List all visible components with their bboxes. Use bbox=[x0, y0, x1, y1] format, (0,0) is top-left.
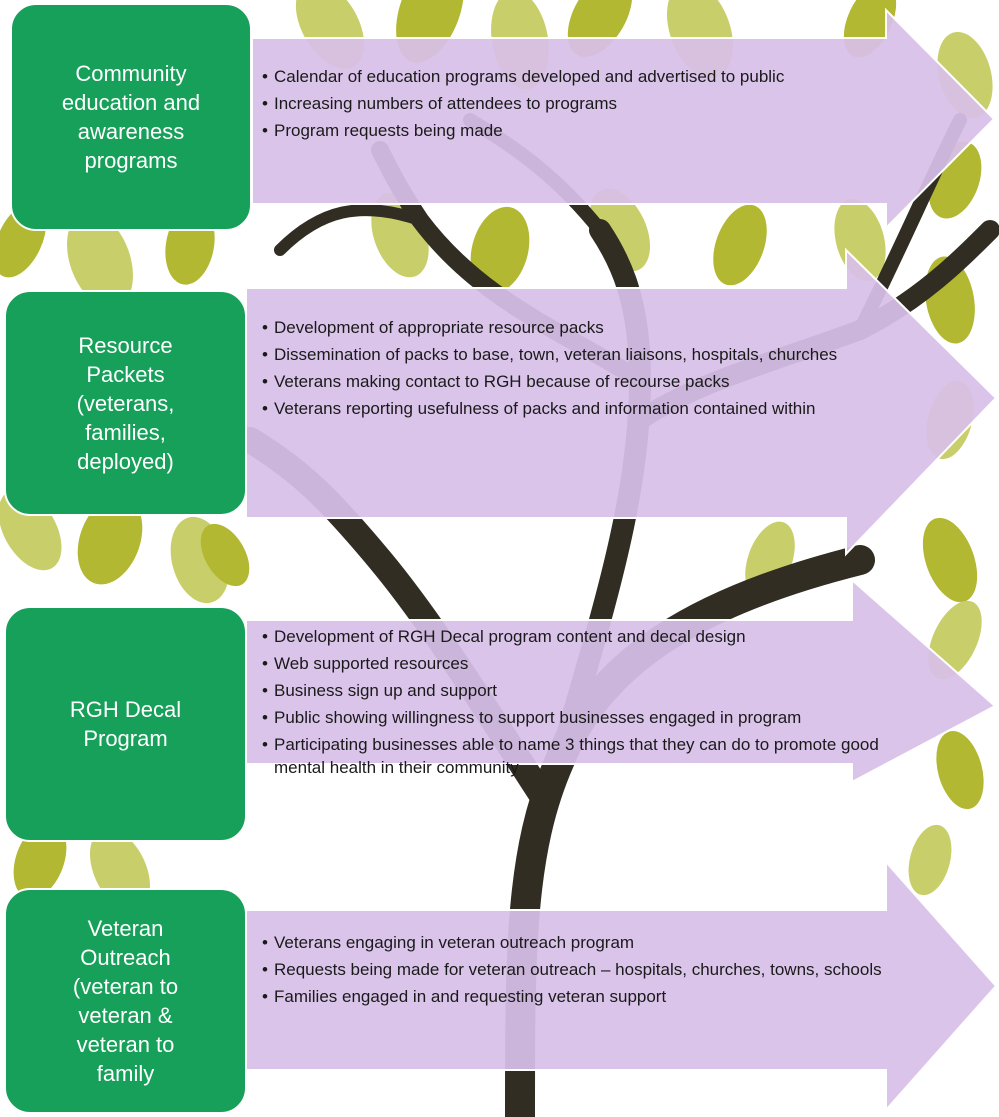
bullet-item: Requests being made for veteran outreach… bbox=[262, 958, 882, 981]
leaf-shape bbox=[200, 523, 250, 587]
leaf-shape bbox=[77, 495, 143, 585]
bullet-item: Development of appropriate resource pack… bbox=[262, 316, 862, 339]
bullet-item: Veterans making contact to RGH because o… bbox=[262, 370, 862, 393]
row-2-bullet-list: Development of appropriate resource pack… bbox=[262, 316, 862, 424]
leaf-shape bbox=[396, 0, 464, 63]
bullet-item: Veterans reporting usefulness of packs a… bbox=[262, 397, 862, 420]
row-1-bullet-list: Calendar of education programs developed… bbox=[262, 65, 872, 146]
bullet-item: Business sign up and support bbox=[262, 679, 902, 702]
bullet-item: Increasing numbers of attendees to progr… bbox=[262, 92, 872, 115]
bullet-item: Web supported resources bbox=[262, 652, 902, 675]
leaf-shape bbox=[936, 730, 984, 810]
leaf-shape bbox=[67, 211, 133, 309]
bullet-item: Calendar of education programs developed… bbox=[262, 65, 872, 88]
row-3-category-box: RGH Decal Program bbox=[4, 606, 247, 842]
row-3-bullet-list: Development of RGH Decal program content… bbox=[262, 625, 902, 783]
bullet-item: Public showing willingness to support bu… bbox=[262, 706, 902, 729]
bullet-item: Dissemination of packs to base, town, ve… bbox=[262, 343, 862, 366]
bullet-item: Participating businesses able to name 3 … bbox=[262, 733, 902, 779]
bullet-item: Program requests being made bbox=[262, 119, 872, 142]
bullet-item: Families engaged in and requesting veter… bbox=[262, 985, 882, 1008]
row-2-category-box: Resource Packets (veterans, families, de… bbox=[4, 290, 247, 516]
row-4-bullet-list: Veterans engaging in veteran outreach pr… bbox=[262, 931, 882, 1012]
leaf-shape bbox=[908, 824, 952, 896]
leaf-shape bbox=[470, 206, 530, 294]
leaf-shape bbox=[922, 517, 978, 603]
leaf-shape bbox=[567, 0, 633, 57]
bullet-item: Development of RGH Decal program content… bbox=[262, 625, 902, 648]
tree-branch bbox=[274, 204, 426, 256]
row-1-category-box: Community education and awareness progra… bbox=[10, 3, 252, 231]
bullet-item: Veterans engaging in veteran outreach pr… bbox=[262, 931, 882, 954]
leaf-shape bbox=[713, 204, 767, 286]
row-4-category-box: Veteran Outreach (veteran to veteran & v… bbox=[4, 888, 247, 1114]
